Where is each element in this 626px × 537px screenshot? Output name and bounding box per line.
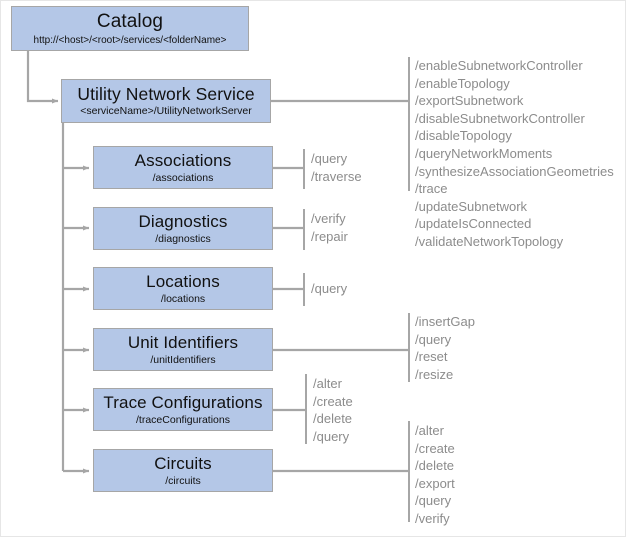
node-unit-identifiers[interactable]: Unit Identifiers /unitIdentifiers <box>93 328 273 371</box>
node-catalog[interactable]: Catalog http://<host>/<root>/services/<f… <box>11 6 249 51</box>
node-locations-title: Locations <box>146 271 220 291</box>
operations-utility-network-service: /enableSubnetworkController/enableTopolo… <box>415 57 614 251</box>
operation-utility-network-service-10[interactable]: /validateNetworkTopology <box>415 233 564 249</box>
operation-utility-network-service-2[interactable]: /exportSubnetwork <box>415 93 524 109</box>
node-associations[interactable]: Associations /associations <box>93 146 273 189</box>
node-circuits-path: /circuits <box>165 474 201 487</box>
operation-utility-network-service-8[interactable]: /updateSubnetwork <box>415 198 528 214</box>
node-utility-network-service-path: <serviceName>/UtilityNetworkServer <box>80 105 252 117</box>
operation-circuits-5[interactable]: /verify <box>415 510 450 526</box>
node-circuits[interactable]: Circuits /circuits <box>93 449 273 492</box>
operation-trace-configurations-2[interactable]: /delete <box>313 411 353 427</box>
node-circuits-title: Circuits <box>154 453 212 473</box>
operation-associations-0[interactable]: /query <box>311 151 348 166</box>
operation-diagnostics-1[interactable]: /repair <box>311 228 348 244</box>
node-locations[interactable]: Locations /locations <box>93 267 273 310</box>
operations-circuits: /alter/create/delete/export/query/verify <box>415 422 455 528</box>
operation-circuits-4[interactable]: /query <box>415 493 452 509</box>
node-associations-title: Associations <box>134 150 232 170</box>
operation-unit-identifiers-0[interactable]: /insertGap <box>415 314 475 329</box>
operations-associations: /query/traverse <box>311 150 362 185</box>
operation-trace-configurations-1[interactable]: /create <box>313 393 353 409</box>
operation-trace-configurations-0[interactable]: /alter <box>313 376 342 391</box>
operation-associations-1[interactable]: /traverse <box>311 168 362 184</box>
node-diagnostics-title: Diagnostics <box>138 211 228 231</box>
node-locations-path: /locations <box>160 292 206 305</box>
operation-utility-network-service-6[interactable]: /synthesizeAssociationGeometries <box>415 163 614 179</box>
operation-trace-configurations-3[interactable]: /query <box>313 428 350 444</box>
node-trace-configurations[interactable]: Trace Configurations /traceConfiguration… <box>93 388 273 431</box>
node-utility-network-service[interactable]: Utility Network Service <serviceName>/Ut… <box>61 79 271 123</box>
operation-utility-network-service-4[interactable]: /disableTopology <box>415 128 512 144</box>
node-unit-identifiers-path: /unitIdentifiers <box>150 353 216 366</box>
operation-utility-network-service-9[interactable]: /updateIsConnected <box>415 216 532 232</box>
operation-circuits-0[interactable]: /alter <box>415 423 444 438</box>
node-diagnostics[interactable]: Diagnostics /diagnostics <box>93 207 273 250</box>
operation-utility-network-service-0[interactable]: /enableSubnetworkController <box>415 58 583 73</box>
operation-circuits-2[interactable]: /delete <box>415 458 455 474</box>
node-catalog-title: Catalog <box>96 10 164 32</box>
operations-diagnostics: /verify/repair <box>311 210 348 245</box>
node-associations-path: /associations <box>152 171 214 184</box>
operations-unit-identifiers: /insertGap/query/reset/resize <box>415 313 475 383</box>
operations-trace-configurations: /alter/create/delete/query <box>313 375 353 445</box>
node-trace-configurations-title: Trace Configurations <box>103 392 263 412</box>
node-trace-configurations-path: /traceConfigurations <box>136 413 230 426</box>
operation-unit-identifiers-1[interactable]: /query <box>415 331 452 347</box>
node-utility-network-service-title: Utility Network Service <box>77 84 255 104</box>
node-diagnostics-path: /diagnostics <box>155 232 211 245</box>
operation-utility-network-service-3[interactable]: /disableSubnetworkController <box>415 110 585 126</box>
operation-circuits-3[interactable]: /export <box>415 475 455 491</box>
node-unit-identifiers-title: Unit Identifiers <box>127 332 239 352</box>
operation-circuits-1[interactable]: /create <box>415 440 455 456</box>
operation-unit-identifiers-2[interactable]: /reset <box>415 349 448 365</box>
operation-utility-network-service-7[interactable]: /trace <box>415 181 448 197</box>
operation-locations-0[interactable]: /query <box>311 281 348 296</box>
operation-utility-network-service-5[interactable]: /queryNetworkMoments <box>415 145 553 161</box>
node-catalog-path: http://<host>/<root>/services/<folderNam… <box>33 34 227 46</box>
operation-utility-network-service-1[interactable]: /enableTopology <box>415 75 510 91</box>
operations-locations: /query <box>311 280 347 298</box>
operation-diagnostics-0[interactable]: /verify <box>311 211 346 226</box>
operation-unit-identifiers-3[interactable]: /resize <box>415 366 454 382</box>
